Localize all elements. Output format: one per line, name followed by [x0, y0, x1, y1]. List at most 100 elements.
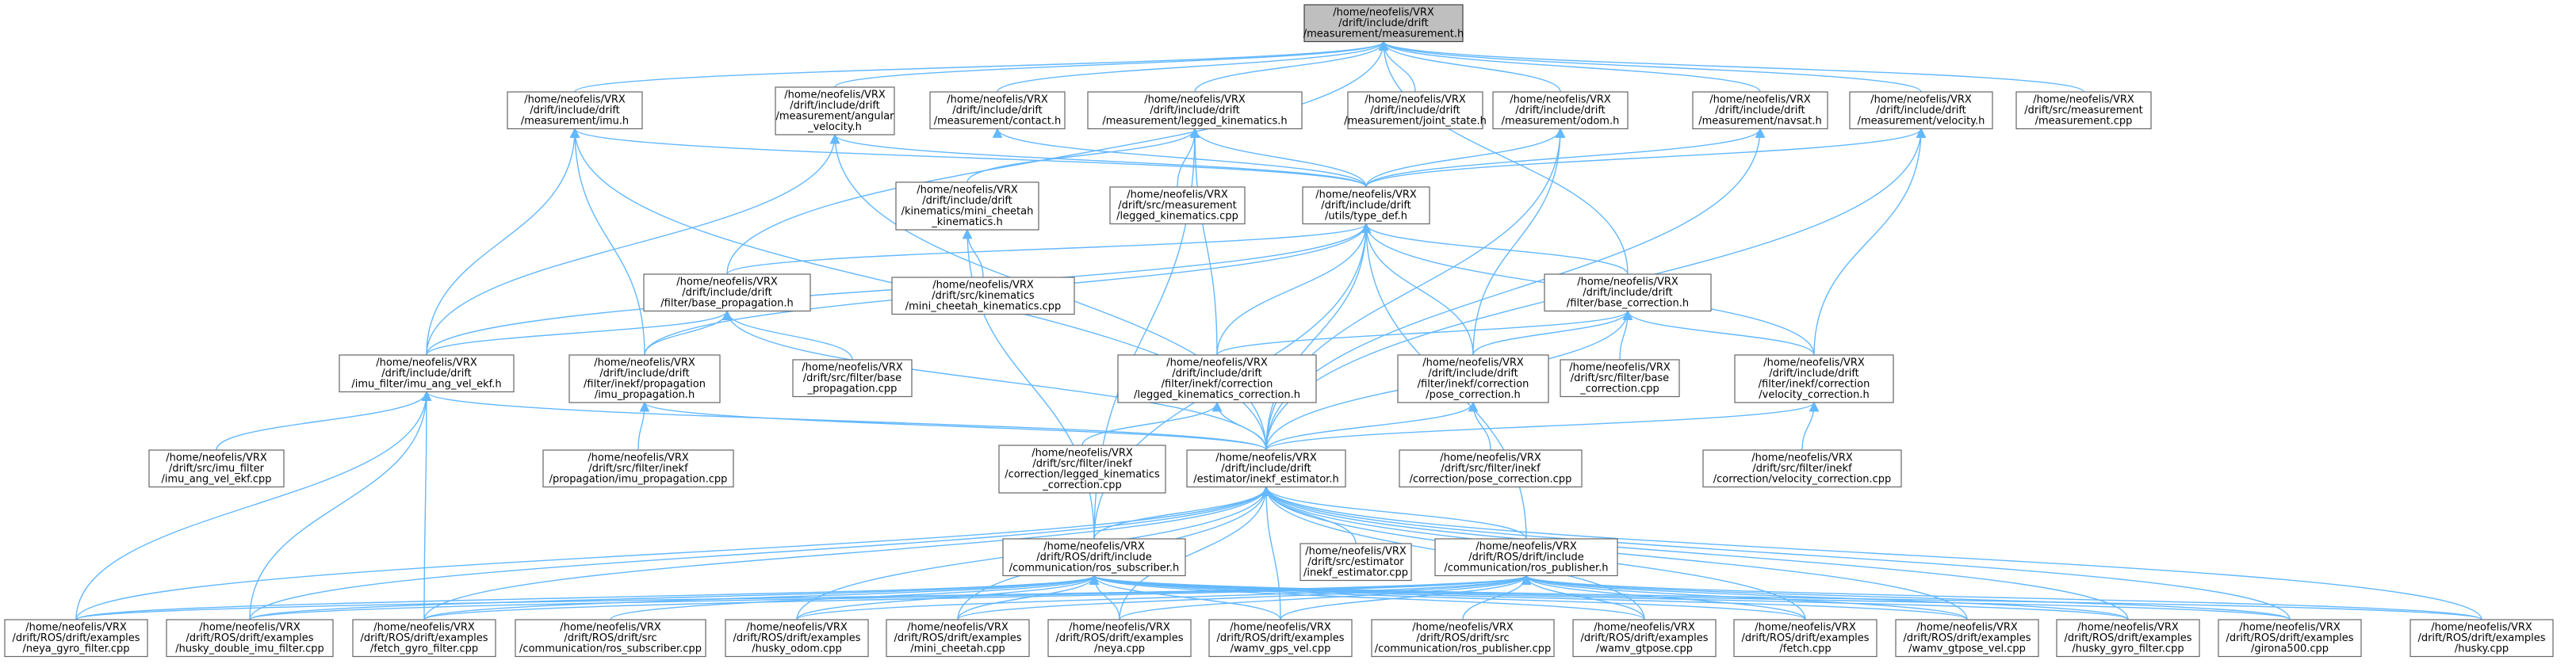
node-fetch-cpp[interactable]: /home/neofelis/VRX/drift/ROS/drift/examp…	[1733, 619, 1877, 658]
node-mini-cheetah-kinematics-cpp[interactable]: /home/neofelis/VRX/drift/src/kinematics/…	[891, 277, 1075, 315]
edge-base-propagation-cpp-to-base-propagation-h	[722, 310, 853, 361]
edge-imu-ang-vel-ekf-h-to-imu-h	[426, 128, 580, 356]
node-imu-ang-vel-ekf-cpp[interactable]: /home/neofelis/VRX/drift/src/imu_filter/…	[148, 449, 285, 488]
node-velocity-correction-cpp[interactable]: /home/neofelis/VRX/drift/src/filter/inek…	[1702, 449, 1902, 488]
node-box	[166, 619, 334, 658]
node-ros-publisher-cpp[interactable]: /home/neofelis/VRX/drift/ROS/drift/src/c…	[1371, 619, 1555, 658]
node-legged-kinematics-h[interactable]: /home/neofelis/VRX/drift/include/drift/m…	[1087, 91, 1303, 130]
node-box	[1560, 359, 1680, 398]
node-ros-subscriber-h[interactable]: /home/neofelis/VRX/drift/ROS/drift/inclu…	[1002, 538, 1186, 577]
node-label-line: /home/neofelis/VRX	[1127, 189, 1228, 201]
node-ros-subscriber-cpp[interactable]: /home/neofelis/VRX/drift/ROS/drift/src/c…	[515, 619, 706, 658]
node-wamv-gtpose-vel-cpp[interactable]: /home/neofelis/VRX/drift/ROS/drift/examp…	[1895, 619, 2039, 658]
node-pose-correction-cpp[interactable]: /home/neofelis/VRX/drift/src/filter/inek…	[1399, 449, 1583, 488]
node-measurement-cpp[interactable]: /home/neofelis/VRX/drift/src/measurement…	[2015, 91, 2152, 130]
node-label-line: /communication/ros_subscriber.cpp	[519, 643, 702, 655]
node-neya-cpp[interactable]: /home/neofelis/VRX/drift/ROS/drift/examp…	[1047, 619, 1192, 658]
edge-husky-cpp-to-ros-publisher-h	[1521, 574, 2482, 620]
node-label-line: /drift/ROS/drift/examples	[1903, 632, 2031, 644]
node-husky-odom-cpp[interactable]: /home/neofelis/VRX/drift/ROS/drift/examp…	[725, 619, 869, 658]
node-box	[2015, 91, 2152, 130]
node-fetch-gyro-filter-cpp[interactable]: /home/neofelis/VRX/drift/ROS/drift/examp…	[352, 619, 496, 658]
node-navsat-h[interactable]: /home/neofelis/VRX/drift/include/drift/m…	[1692, 91, 1828, 130]
node-wamv-gtpose-cpp[interactable]: /home/neofelis/VRX/drift/ROS/drift/examp…	[1572, 619, 1717, 658]
node-label-line: /home/neofelis/VRX	[1365, 94, 1466, 106]
node-velocity-h[interactable]: /home/neofelis/VRX/drift/include/drift/m…	[1849, 91, 1993, 130]
node-box	[1299, 543, 1412, 582]
node-label-line: /home/neofelis/VRX	[199, 622, 300, 634]
node-label-line: /legged_kinematics.cpp	[1116, 211, 1238, 223]
node-box	[339, 354, 515, 393]
node-box	[1087, 91, 1303, 130]
node-label-line: /filter/base_propagation.h	[660, 298, 793, 310]
node-base-propagation-cpp[interactable]: /home/neofelis/VRX/drift/src/filter/base…	[792, 359, 913, 398]
node-label-line: /drift/src/filter/base	[803, 372, 901, 384]
node-label-line: /drift/ROS/drift/include	[1036, 552, 1151, 563]
node-legged-kinematics-correction-cpp[interactable]: /home/neofelis/VRX/drift/src/filter/inek…	[998, 445, 1166, 494]
edge-velocity-correction-cpp-to-velocity-correction-h	[1801, 401, 1820, 451]
node-label-line: /home/neofelis/VRX	[1751, 452, 1853, 464]
node-base-correction-cpp[interactable]: /home/neofelis/VRX/drift/src/filter/base…	[1560, 359, 1680, 398]
node-type-def-h[interactable]: /home/neofelis/VRX/drift/include/drift/u…	[1302, 186, 1430, 225]
edge-inekf-estimator-h-to-legged-kinematics-correction-h	[1211, 401, 1267, 451]
node-legged-kinematics-cpp[interactable]: /home/neofelis/VRX/drift/src/measurement…	[1109, 186, 1246, 225]
edge-neya-cpp-to-ros-publisher-h	[1119, 574, 1532, 620]
node-label-line: /kinematics/mini_cheetah	[901, 206, 1034, 218]
node-husky-gyro-filter-cpp[interactable]: /home/neofelis/VRX/drift/ROS/drift/examp…	[2056, 619, 2200, 658]
node-imu-ang-vel-ekf-h[interactable]: /home/neofelis/VRX/drift/include/drift/i…	[339, 354, 515, 393]
node-joint-state-h[interactable]: /home/neofelis/VRX/drift/include/drift/m…	[1344, 91, 1487, 130]
node-inekf-estimator-cpp[interactable]: /home/neofelis/VRX/drift/src/estimator/i…	[1299, 543, 1412, 582]
node-mini-cheetah-kinematics-h[interactable]: /home/neofelis/VRX/drift/include/drift/k…	[895, 181, 1039, 231]
node-label-line: /drift/src/measurement	[2024, 105, 2142, 116]
node-label-line: /neya_gyro_filter.cpp	[22, 643, 129, 655]
node-label-line: /drift/ROS/drift/examples	[1741, 632, 1869, 644]
node-ros-publisher-h[interactable]: /home/neofelis/VRX/drift/ROS/drift/inclu…	[1434, 538, 1618, 577]
node-odom-h[interactable]: /home/neofelis/VRX/drift/include/drift/m…	[1492, 91, 1629, 130]
node-angular-velocity-h[interactable]: /home/neofelis/VRX/drift/include/drift/m…	[775, 86, 895, 136]
edge-base-correction-h-to-measurement-h	[1378, 40, 1629, 275]
node-contact-h[interactable]: /home/neofelis/VRX/drift/include/drift/m…	[929, 91, 1066, 130]
edge-ros-subscriber-cpp-to-ros-subscriber-h	[610, 574, 1100, 620]
node-legged-kinematics-correction-h[interactable]: /home/neofelis/VRX/drift/include/drift/f…	[1117, 354, 1317, 403]
node-mini-cheetah-cpp[interactable]: /home/neofelis/VRX/drift/ROS/drift/examp…	[886, 619, 1030, 658]
node-label-line: /mini_cheetah_kinematics.cpp	[905, 301, 1062, 313]
node-imu-h[interactable]: /home/neofelis/VRX/drift/include/drift/m…	[507, 91, 643, 130]
node-imu-propagation-cpp[interactable]: /home/neofelis/VRX/drift/src/filter/inek…	[542, 449, 734, 488]
node-label-line: /drift/include/drift	[1150, 105, 1240, 116]
node-box	[352, 619, 496, 658]
node-label-line: /home/neofelis/VRX	[1577, 277, 1678, 288]
node-base-propagation-h[interactable]: /home/neofelis/VRX/drift/include/drift/f…	[643, 273, 811, 312]
node-label-line: /home/neofelis/VRX	[1043, 541, 1145, 553]
node-label-line: /home/neofelis/VRX	[802, 362, 903, 374]
node-box	[1109, 186, 1246, 225]
node-label-line: /home/neofelis/VRX	[1476, 541, 1577, 553]
node-label-line: /husky.cpp	[2455, 643, 2509, 655]
node-box	[1397, 354, 1549, 403]
node-label-line: /imu_propagation.h	[595, 389, 695, 401]
node-label-line: /drift/include/drift	[682, 287, 772, 299]
node-inekf-estimator-h[interactable]: /home/neofelis/VRX/drift/include/drift/e…	[1186, 449, 1346, 488]
node-imu-propagation-h[interactable]: /home/neofelis/VRX/drift/include/drift/f…	[568, 354, 721, 403]
node-box	[1734, 354, 1894, 403]
node-label-line: /drift/ROS/drift/examples	[2226, 632, 2353, 644]
edge-husky-cpp-to-ros-subscriber-h	[1089, 574, 2482, 620]
edge-fetch-gyro-filter-cpp-to-imu-ang-vel-ekf-h	[421, 391, 432, 620]
node-label-line: /home/neofelis/VRX	[588, 452, 689, 464]
node-girona500-cpp[interactable]: /home/neofelis/VRX/drift/ROS/drift/examp…	[2218, 619, 2362, 658]
node-pose-correction-h[interactable]: /home/neofelis/VRX/drift/include/drift/f…	[1397, 354, 1549, 403]
edge-husky-odom-cpp-to-ros-publisher-h	[796, 574, 1531, 620]
node-neya-gyro-filter-cpp[interactable]: /home/neofelis/VRX/drift/ROS/drift/examp…	[4, 619, 148, 658]
node-velocity-correction-h[interactable]: /home/neofelis/VRX/drift/include/drift/f…	[1734, 354, 1894, 403]
node-husky-double-imu-filter-cpp[interactable]: /home/neofelis/VRX/drift/ROS/drift/examp…	[166, 619, 334, 658]
node-wamv-gps-vel-cpp[interactable]: /home/neofelis/VRX/drift/ROS/drift/examp…	[1208, 619, 1353, 658]
edge-type-def-h-to-angular-velocity-h	[829, 133, 1367, 188]
node-base-correction-h[interactable]: /home/neofelis/VRX/drift/include/drift/f…	[1544, 273, 1712, 312]
node-box	[2409, 619, 2554, 658]
node-box	[1208, 619, 1353, 658]
node-label-line: /measurement.cpp	[2035, 116, 2133, 128]
node-label-line: /velocity_correction.h	[1759, 389, 1869, 401]
node-measurement-h[interactable]: /home/neofelis/VRX/drift/include/drift/m…	[1303, 4, 1464, 43]
node-label-line: /drift/include/drift	[952, 105, 1043, 116]
node-label-line: /imu_ang_vel_ekf.cpp	[161, 474, 271, 486]
node-husky-cpp[interactable]: /home/neofelis/VRX/drift/ROS/drift/examp…	[2409, 619, 2554, 658]
